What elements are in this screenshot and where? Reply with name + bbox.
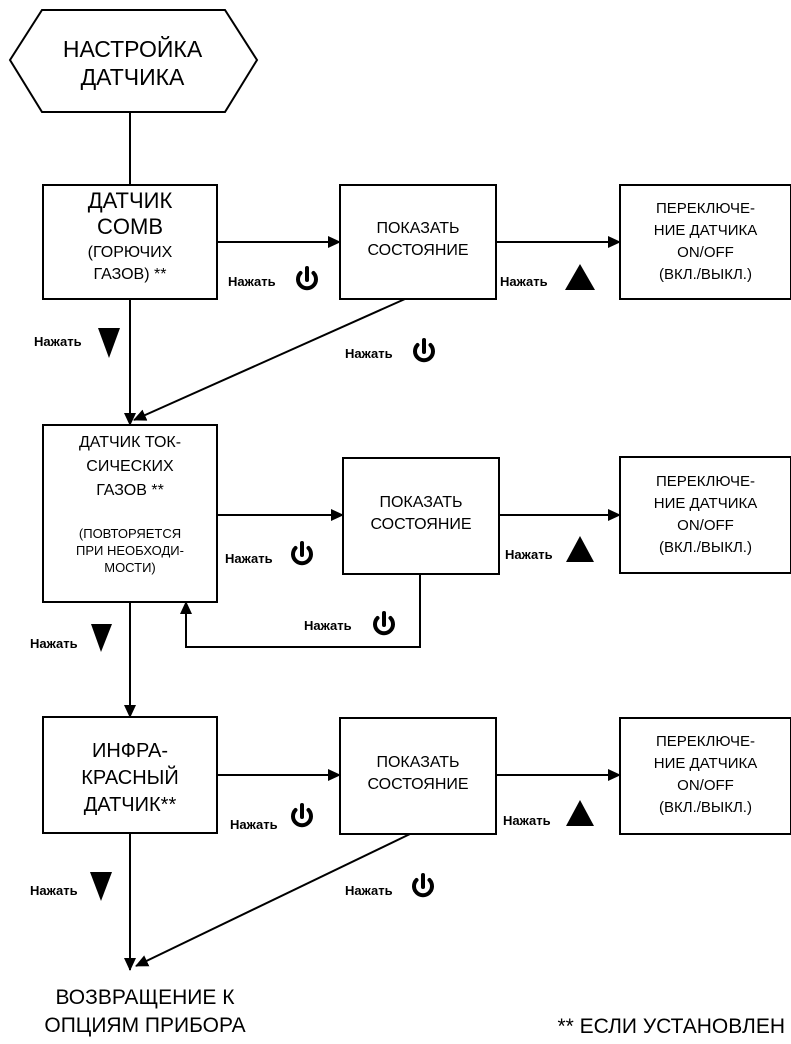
sensor-ir-label: ИНФРА- КРАСНЫЙ ДАТЧИК** <box>81 740 179 816</box>
press-label: Нажать <box>500 274 548 289</box>
toggle-sensor-label-2: ПЕРЕКЛЮЧЕ- НИЕ ДАТЧИКА ON/OFF (ВКЛ./ВЫКЛ… <box>653 473 758 556</box>
sensor-box-toxic <box>42 424 218 603</box>
press-label: Нажать <box>505 547 553 562</box>
sensor-box-ir <box>42 716 218 834</box>
arrow-show3-to-end <box>135 833 411 967</box>
press-label: Нажать <box>30 636 78 651</box>
power-icon <box>413 338 435 363</box>
power-icon <box>296 266 318 291</box>
sensor-box-comb <box>42 184 218 300</box>
toggle-box-2 <box>619 456 791 574</box>
down-triangle-icon <box>98 328 120 358</box>
power-icon <box>291 541 313 566</box>
press-label: Нажать <box>34 334 82 349</box>
press-label: Нажать <box>230 817 278 832</box>
toggle-sensor-label-3: ПЕРЕКЛЮЧЕ- НИЕ ДАТЧИКА ON/OFF (ВКЛ./ВЫКЛ… <box>653 733 758 816</box>
down-triangle-icon <box>90 872 112 901</box>
press-label: Нажать <box>304 618 352 633</box>
press-label: Нажать <box>225 551 273 566</box>
start-label: НАСТРОЙКА ДАТЧИКА <box>62 36 203 90</box>
power-icon <box>291 803 313 828</box>
toggle-sensor-label-1: ПЕРЕКЛЮЧЕ- НИЕ ДАТЧИКА ON/OFF (ВКЛ./ВЫКЛ… <box>653 200 758 283</box>
sensor-toxic-label: ДАТЧИК ТОК- СИЧЕСКИХ ГАЗОВ ** <box>78 434 182 499</box>
sensor-comb-text: ДАТЧИК COMB (ГОРЮЧИХ ГАЗОВ) ** <box>43 188 217 286</box>
up-triangle-icon <box>566 536 594 562</box>
show-status-label-3: ПОКАЗАТЬ СОСТОЯНИЕ <box>367 754 469 793</box>
sensor-comb-sublabel: (ГОРЮЧИХ ГАЗОВ) ** <box>87 244 173 283</box>
press-label: Нажать <box>345 346 393 361</box>
up-triangle-icon <box>566 800 594 826</box>
down-triangle-icon <box>91 624 112 652</box>
press-label: Нажать <box>228 274 276 289</box>
arrow-show1-back <box>133 298 406 421</box>
sensor-toxic-sublabel: (ПОВТОРЯЕТСЯ ПРИ НЕОБХОДИ- МОСТИ) <box>76 526 184 575</box>
show-box-2 <box>342 457 500 575</box>
show-status-label-1: ПОКАЗАТЬ СОСТОЯНИЕ <box>367 220 469 259</box>
sensor-comb-label: ДАТЧИК COMB <box>87 188 173 239</box>
press-label: Нажать <box>345 883 393 898</box>
power-icon <box>373 611 395 636</box>
power-icon <box>412 873 434 898</box>
up-triangle-icon <box>565 264 595 290</box>
end-label: ВОЗВРАЩЕНИЕ К ОПЦИЯМ ПРИБОРА <box>44 986 246 1037</box>
press-label: Нажать <box>503 813 551 828</box>
sensor-toxic-text: ДАТЧИК ТОК- СИЧЕСКИХ ГАЗОВ ** (ПОВТОРЯЕТ… <box>43 431 217 576</box>
toggle-box-1 <box>619 184 791 300</box>
press-label: Нажать <box>30 883 78 898</box>
show-status-label-2: ПОКАЗАТЬ СОСТОЯНИЕ <box>370 494 472 533</box>
start-hexagon <box>8 9 259 113</box>
arrow-show2-loop-back <box>180 574 421 648</box>
footnote: ** ЕСЛИ УСТАНОВЛЕН <box>557 1015 785 1038</box>
